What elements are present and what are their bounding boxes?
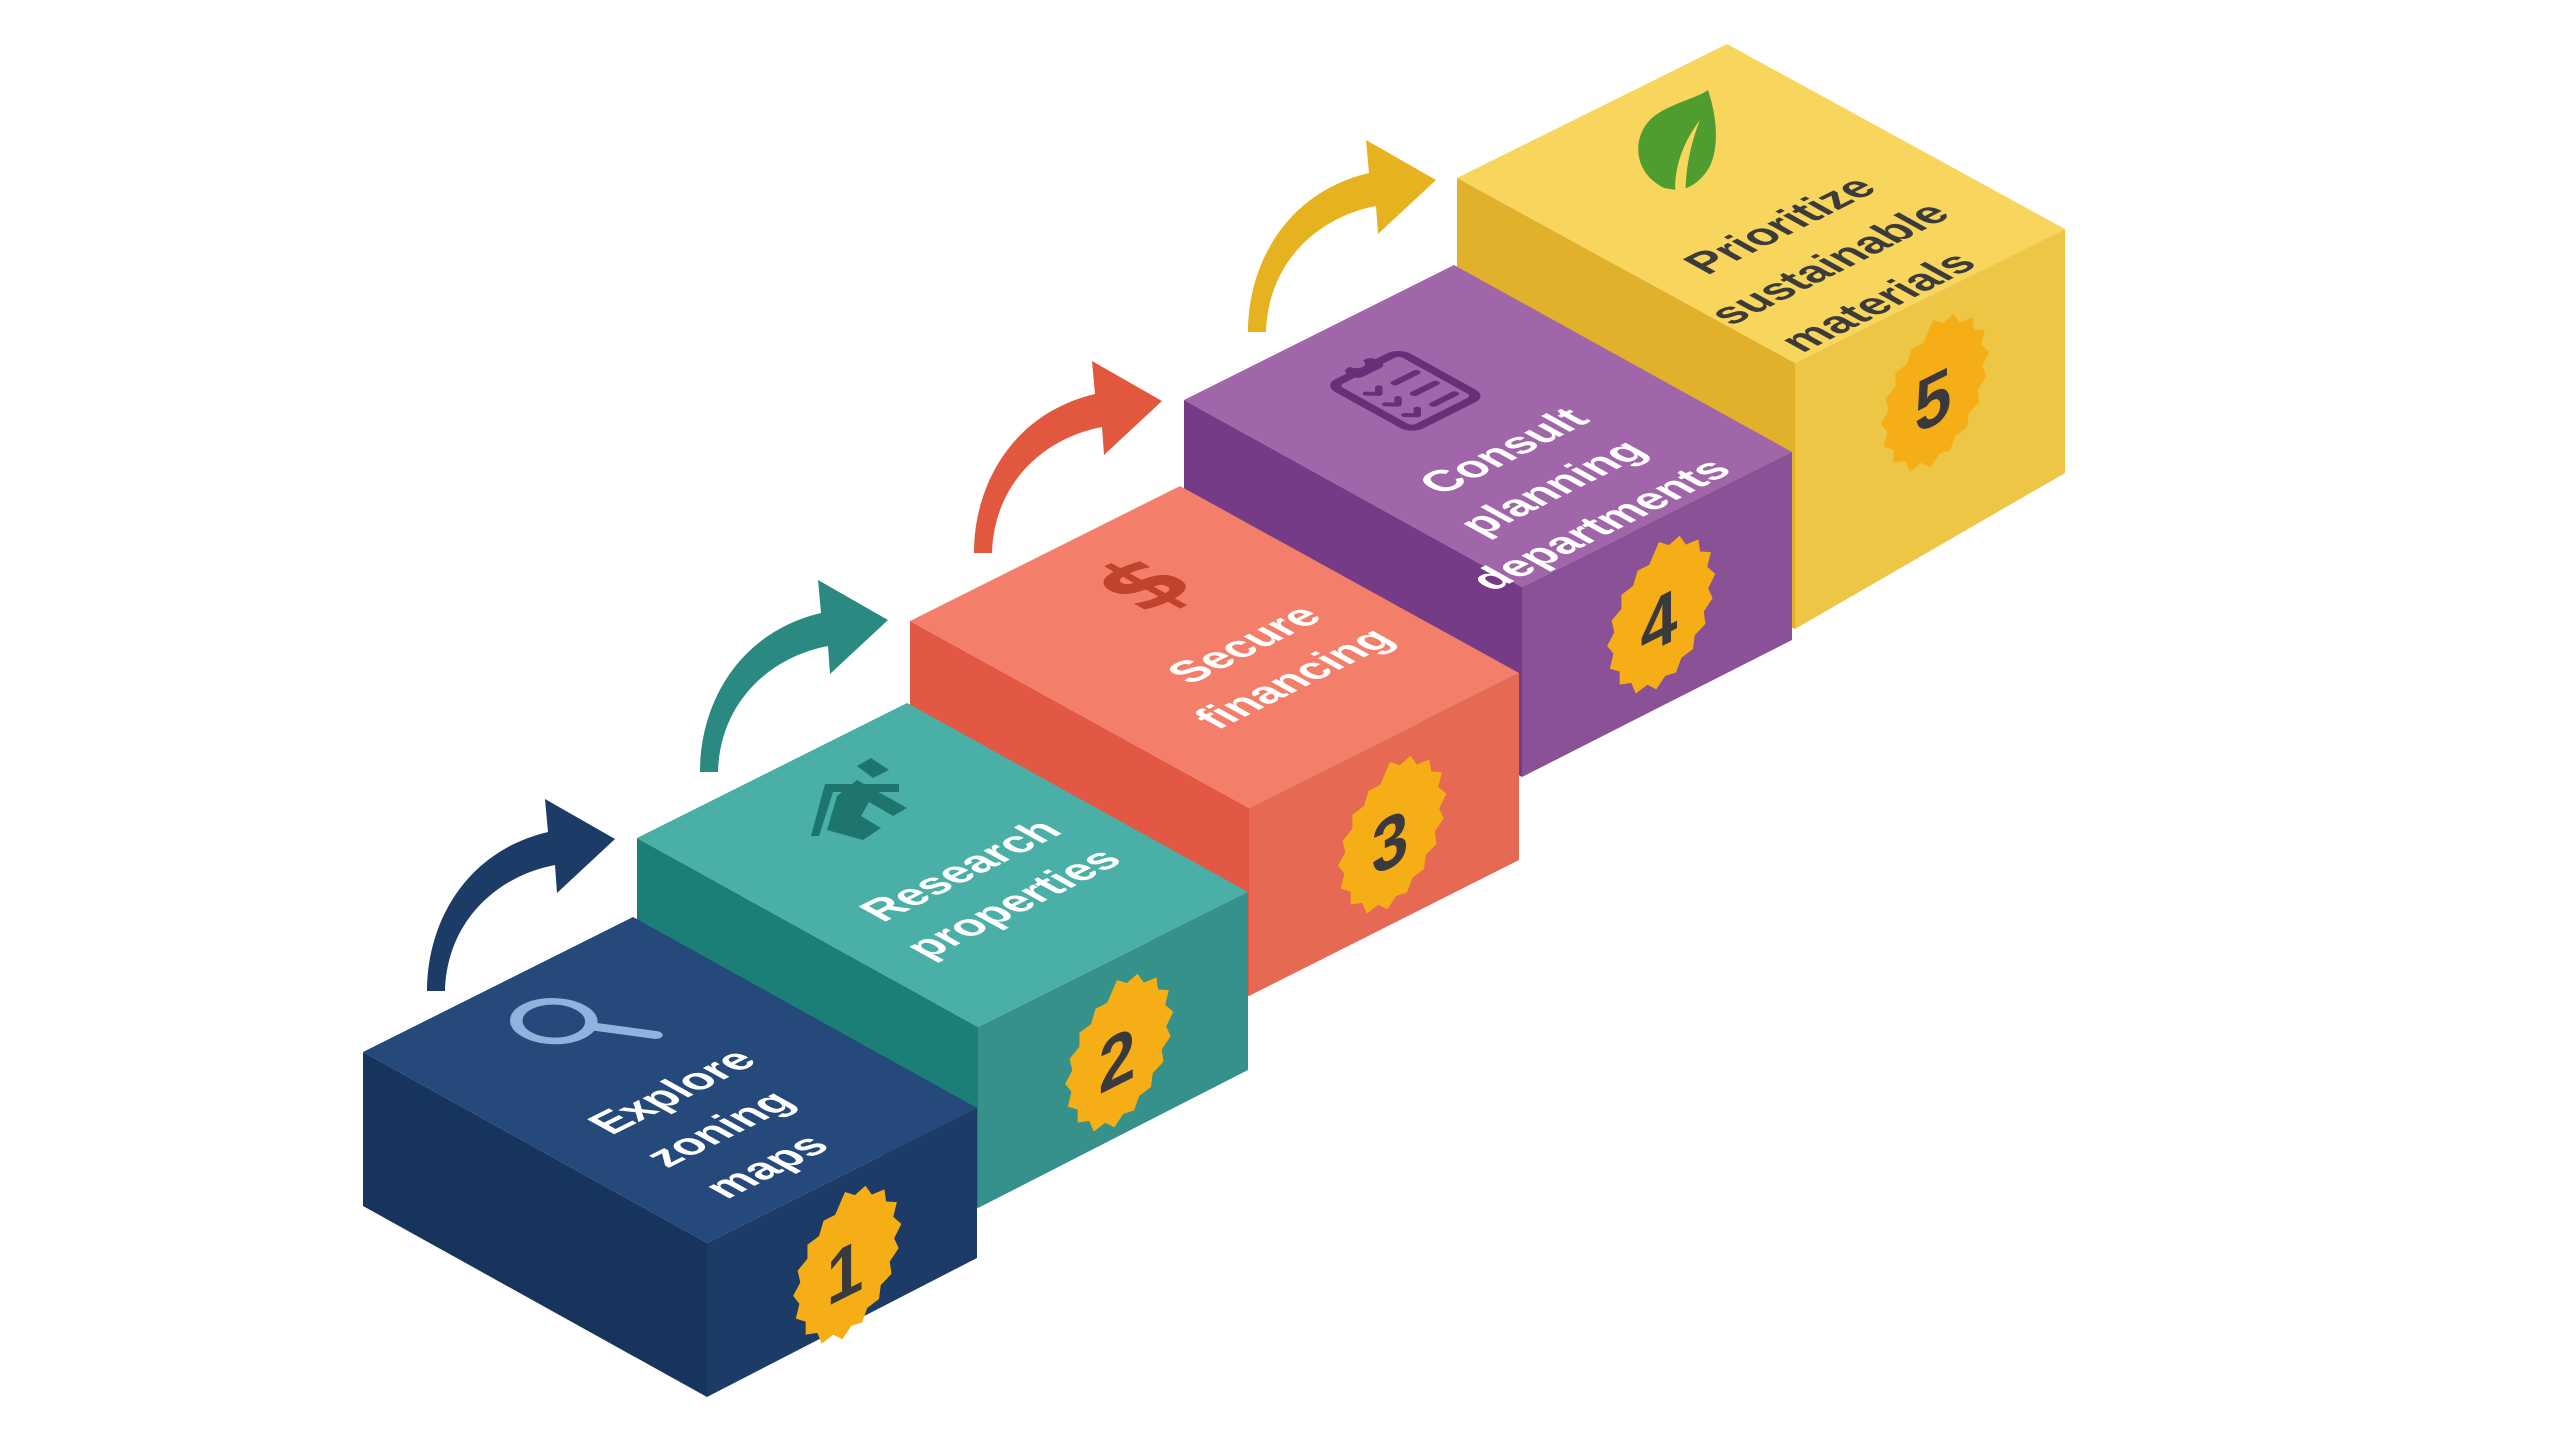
arrow-2-to-3	[700, 580, 888, 772]
step-1-left-face	[363, 1052, 707, 1397]
step-1-number: 1	[827, 1221, 864, 1322]
leaf-icon	[1638, 90, 1716, 208]
curved-arrow-icon	[974, 361, 1162, 553]
step-4-number: 4	[1641, 571, 1678, 672]
step-5-badge: 5	[1881, 291, 1990, 492]
curved-arrow-icon	[1248, 140, 1436, 332]
curved-arrow-icon	[700, 580, 888, 772]
step-1-badge: 1	[793, 1163, 902, 1364]
step-5-top-face	[1457, 44, 2065, 363]
step-3-number: 3	[1372, 791, 1409, 892]
arrow-3-to-4	[974, 361, 1162, 553]
curved-arrow-icon	[427, 799, 615, 991]
step-4-badge: 4	[1607, 513, 1716, 714]
step-1-block: Explore zoning maps 1	[363, 917, 977, 1397]
house-icon	[811, 758, 907, 840]
step-2-number: 2	[1099, 1009, 1136, 1110]
step-2-top-face	[637, 703, 1248, 1027]
step-3-badge: 3	[1338, 733, 1447, 934]
step-3-top-face	[910, 486, 1519, 808]
step-1-top-face	[363, 917, 977, 1243]
arrow-1-to-2	[427, 799, 615, 991]
step-5-number: 5	[1915, 349, 1952, 450]
step-2-badge: 2	[1065, 951, 1174, 1152]
magnifier-icon	[510, 998, 663, 1045]
arrow-4-to-5	[1248, 140, 1436, 332]
step-4-top-face	[1184, 265, 1792, 587]
clipboard-icon	[1330, 350, 1481, 431]
